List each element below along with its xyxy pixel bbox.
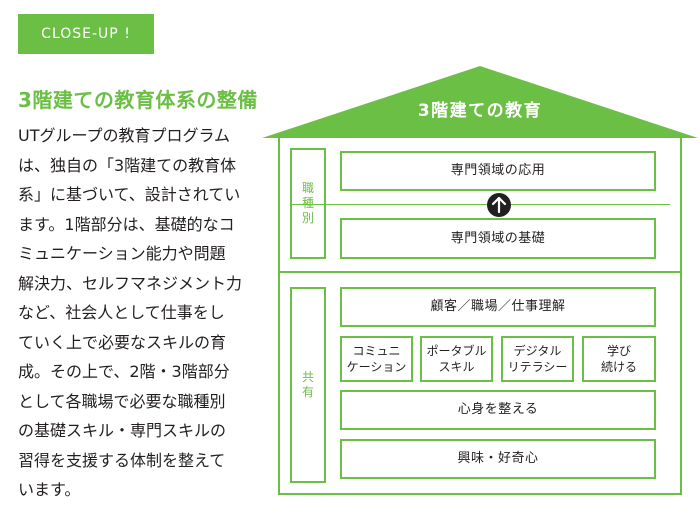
house-frame: [278, 137, 682, 495]
box-line: ポータブル: [426, 344, 487, 358]
box-line: 学び: [606, 344, 631, 358]
group-label-char: 共: [301, 370, 314, 384]
group-label-char: 有: [301, 385, 314, 399]
body-line: UTグループの教育プログラム: [18, 126, 231, 145]
box-specialized-basics: 専門領域の基礎: [340, 218, 656, 259]
group-label-shared: 共 有: [290, 287, 326, 483]
group-label-char: 種: [301, 196, 314, 210]
box-specialized-application: 専門領域の応用: [340, 151, 656, 191]
box-curiosity: 興味・好奇心: [340, 439, 656, 479]
group-label-char: 別: [301, 211, 314, 225]
body-paragraph: UTグループの教育プログラム は、独自の「3階建ての教育体 系」に基づいて、設計…: [18, 121, 258, 505]
roof-title: 3階建ての教育: [417, 101, 543, 121]
body-line: として各職場で必要な職種別: [18, 391, 226, 411]
box-line: コミュニ: [352, 344, 401, 358]
body-line: など、社会人として仕事をし: [18, 303, 225, 322]
body-line: います。: [18, 480, 81, 499]
body-line: 系」に基づいて、設計されてい: [18, 185, 241, 204]
group-label-job-specific: 職 種 別: [290, 148, 326, 259]
section-heading: 3階建ての教育体系の整備: [18, 88, 258, 112]
roof-shape: [262, 66, 698, 138]
body-line: ミュニケーション能力や問題: [18, 244, 226, 263]
box-line: 続ける: [600, 360, 637, 374]
body-line: 解決力、セルフマネジメント力: [18, 273, 243, 293]
body-line: は、独自の「3階建ての教育体: [18, 155, 237, 175]
box-line: ケーション: [346, 360, 407, 374]
box-line: デジタル: [513, 344, 562, 358]
house-roof: [262, 66, 698, 138]
box-portable-skills: ポータブル スキル: [420, 336, 493, 382]
floor-divider: [278, 271, 682, 273]
box-keep-learning: 学び 続ける: [582, 336, 656, 382]
body-line: ていく上で必要なスキルの育: [18, 332, 227, 352]
box-line: リテラシー: [507, 360, 568, 374]
body-line: 習得を支援する体制を整えて: [18, 450, 226, 470]
connector-line: [290, 204, 670, 205]
body-line: ます。1階部分は、基礎的なコ: [18, 214, 235, 234]
box-mind-body: 心身を整える: [340, 390, 656, 430]
arrow-up-glyph: [491, 196, 507, 214]
box-digital-literacy: デジタル リテラシー: [501, 336, 574, 382]
group-label-char: 職: [301, 181, 314, 195]
box-communication: コミュニ ケーション: [340, 336, 413, 382]
arrow-up-icon: [487, 193, 511, 217]
box-customer-workplace: 顧客／職場／仕事理解: [340, 287, 656, 327]
body-line: 成。その上で、2階・3階部分: [18, 362, 230, 381]
close-up-badge: CLOSE-UP !: [18, 14, 154, 54]
box-line: スキル: [438, 360, 475, 374]
body-line: の基礎スキル・専門スキルの: [18, 421, 227, 440]
